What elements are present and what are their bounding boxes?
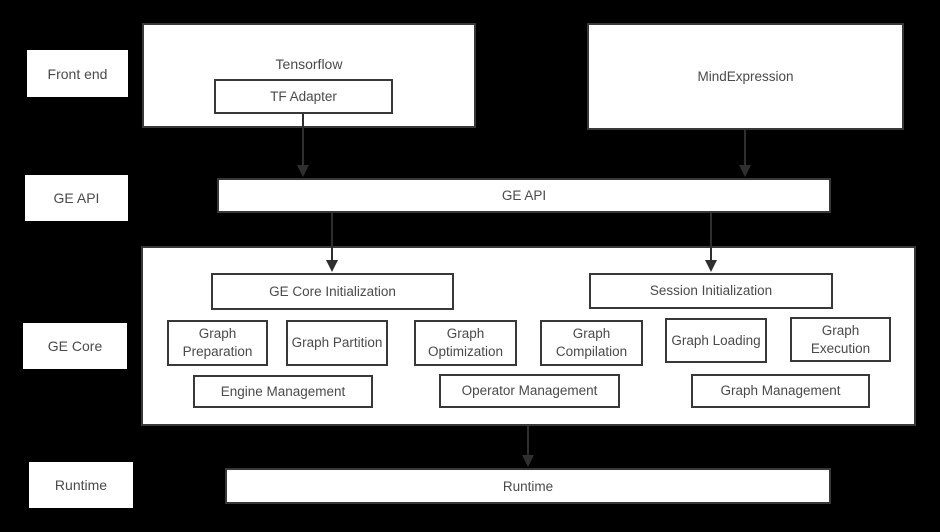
arrow-head-icon <box>522 455 534 467</box>
graph-execution-box: Graph Execution <box>790 317 891 362</box>
graph-loading-box: Graph Loading <box>665 318 767 363</box>
graph-compilation-box: Graph Compilation <box>540 320 643 366</box>
session-initialization-box: Session Initialization <box>589 273 833 309</box>
graph-preparation-box: Graph Preparation <box>167 320 268 366</box>
arrow-ge-api-to-ge-core-initialization <box>325 213 339 272</box>
ge-core-box: GE Core Initialization Session Initializ… <box>141 246 916 426</box>
mindexpression-box: MindExpression <box>587 23 904 130</box>
ge-api-bar: GE API <box>217 178 831 213</box>
graph-partition-box: Graph Partition <box>286 320 388 366</box>
arrow-ge-core-to-runtime <box>521 426 535 467</box>
arrow-head-icon <box>297 165 309 177</box>
operator-management-box: Operator Management <box>439 374 620 408</box>
tf-adapter-box: TF Adapter <box>214 79 393 114</box>
arrow-shaft <box>744 130 746 167</box>
graph-optimization-box: Graph Optimization <box>414 320 517 366</box>
engine-management-box: Engine Management <box>193 375 373 408</box>
arrow-shaft <box>331 213 333 262</box>
arrow-shaft <box>302 114 304 167</box>
arrow-head-icon <box>326 260 338 272</box>
arrow-shaft <box>527 426 529 457</box>
graph-management-box: Graph Management <box>691 374 870 408</box>
arrow-head-icon <box>705 260 717 272</box>
ge-core-initialization-box: GE Core Initialization <box>211 273 454 310</box>
arrow-shaft <box>710 213 712 262</box>
tensorflow-box: Tensorflow TF Adapter <box>142 23 476 128</box>
arrow-mindexpression-to-ge-api <box>738 130 752 177</box>
arrow-head-icon <box>739 165 751 177</box>
layer-label-runtime: Runtime <box>29 462 133 508</box>
tensorflow-label: Tensorflow <box>275 56 343 72</box>
layer-label-ge-core: GE Core <box>23 323 127 369</box>
runtime-bar: Runtime <box>225 468 831 504</box>
arrow-tf-adapter-to-ge-api <box>296 114 310 177</box>
arrow-ge-api-to-session-initialization <box>704 213 718 272</box>
layer-label-ge-api: GE API <box>25 175 128 221</box>
layer-label-front-end: Front end <box>27 50 128 97</box>
